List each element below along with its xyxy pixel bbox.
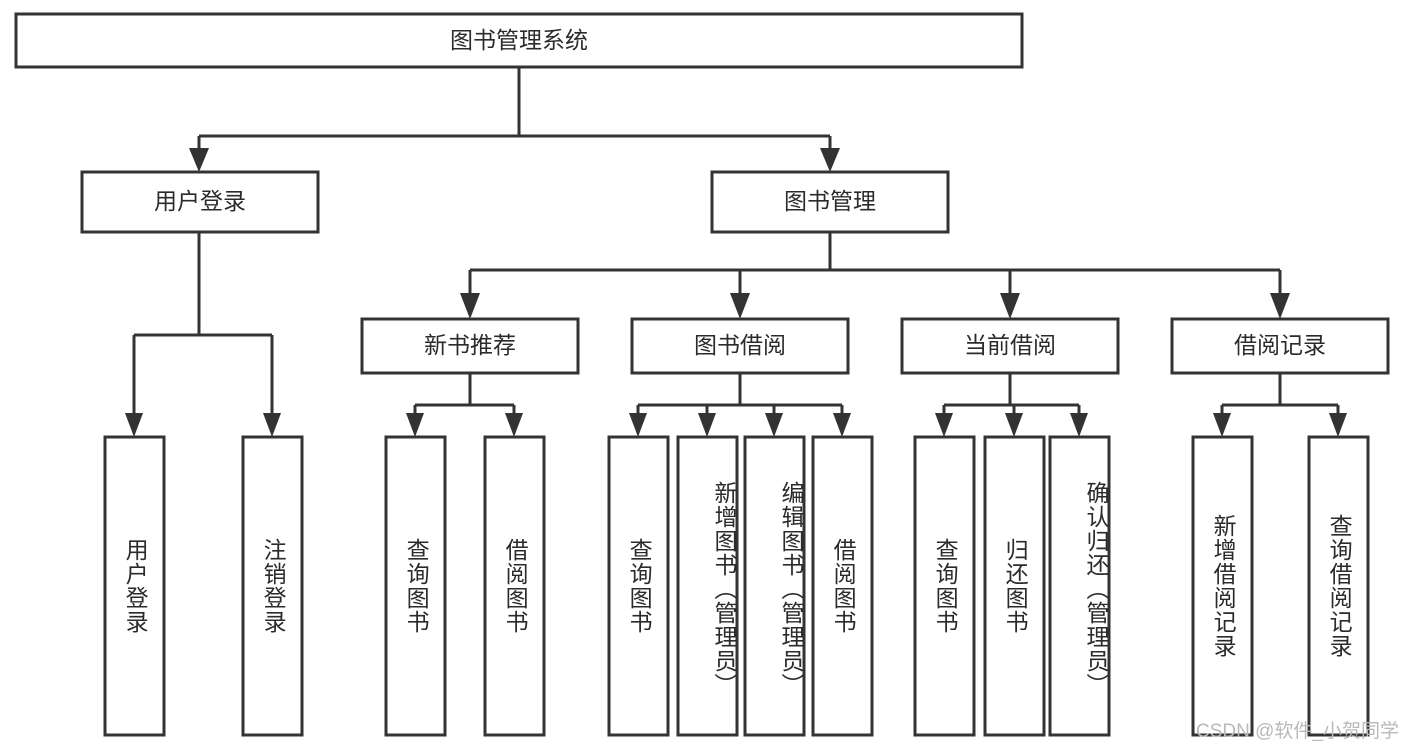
node-user-login-box[interactable] [80,170,320,234]
node-book-borrow-box[interactable] [630,317,850,375]
node-book-borrow[interactable]: 图书借阅 [630,317,850,375]
arrow-br-child-2 [1329,413,1347,437]
connector-group-borrow-record [1213,373,1347,437]
arrow-bb-child-1 [629,413,647,437]
leaf-box-new-book-2[interactable] [483,435,546,737]
arrow-to-book-mgmt [820,148,840,172]
arrow-nb-child-2 [505,413,523,437]
leaf-box-current-borrow-3[interactable] [1048,435,1111,737]
node-borrow-record-label: 借阅记录 [1234,332,1326,358]
node-book-borrow-label: 图书借阅 [694,332,786,358]
arrow-ul-child-1 [125,413,143,437]
node-new-book-recommend-box[interactable] [360,317,580,375]
leaf-box-current-borrow-1[interactable] [913,435,976,737]
node-current-borrow-label: 当前借阅 [964,332,1056,358]
node-user-login-label: 用户登录 [154,188,246,214]
leaf-box-user-login-2[interactable] [241,435,304,737]
arrow-nb-child-1 [406,413,424,437]
arrow-br-child-1 [1213,413,1231,437]
leaf-box-book-borrow-3[interactable] [743,435,806,737]
watermark-text: CSDN @软件_小贺同学 [1196,721,1399,742]
node-current-borrow[interactable]: 当前借阅 [900,317,1120,375]
node-user-login[interactable]: 用户登录 [80,170,320,234]
node-root-box[interactable] [14,12,1024,69]
arrow-ul-child-2 [263,413,281,437]
leaf-box-current-borrow-2[interactable] [983,435,1046,737]
node-book-management-label: 图书管理 [784,188,876,214]
node-current-borrow-box[interactable] [900,317,1120,375]
arrow-cb-child-1 [935,413,953,437]
arrow-cb-child-3 [1070,413,1088,437]
node-root[interactable]: 图书管理系统 [14,12,1024,69]
connector-group-new-book [406,373,523,437]
leaf-box-borrow-record-1[interactable] [1191,435,1254,737]
node-borrow-record-box[interactable] [1170,317,1390,375]
arrow-to-user-login [189,148,209,172]
arrow-cb-child-2 [1005,413,1023,437]
leaf-box-borrow-record-2[interactable] [1307,435,1370,737]
leaf-box-book-borrow-4[interactable] [811,435,874,737]
leaf-box-new-book-1[interactable] [384,435,447,737]
arrow-bm-child-3 [1000,293,1020,319]
leaf-box-book-borrow-2[interactable] [676,435,739,737]
node-borrow-record[interactable]: 借阅记录 [1170,317,1390,375]
node-new-book-recommend[interactable]: 新书推荐 [360,317,580,375]
connector-group-book-borrow [629,373,851,437]
connector-group-user-login [125,232,281,437]
node-book-management-box[interactable] [710,170,950,234]
leaf-box-user-login-1[interactable] [103,435,166,737]
node-new-book-recommend-label: 新书推荐 [424,332,516,358]
arrow-bm-child-1 [460,293,480,319]
connector-group-book-mgmt [460,232,1290,319]
connector-group-current-borrow [935,373,1088,437]
arrow-bb-child-3 [765,413,783,437]
arrow-bb-child-2 [698,413,716,437]
leaf-box-book-borrow-1[interactable] [607,435,670,737]
arrow-bb-child-4 [833,413,851,437]
arrow-bm-child-4 [1270,293,1290,319]
node-root-label: 图书管理系统 [450,27,588,53]
connector-group-root [189,67,840,172]
node-book-management[interactable]: 图书管理 [710,170,950,234]
arrow-bm-child-2 [730,293,750,319]
